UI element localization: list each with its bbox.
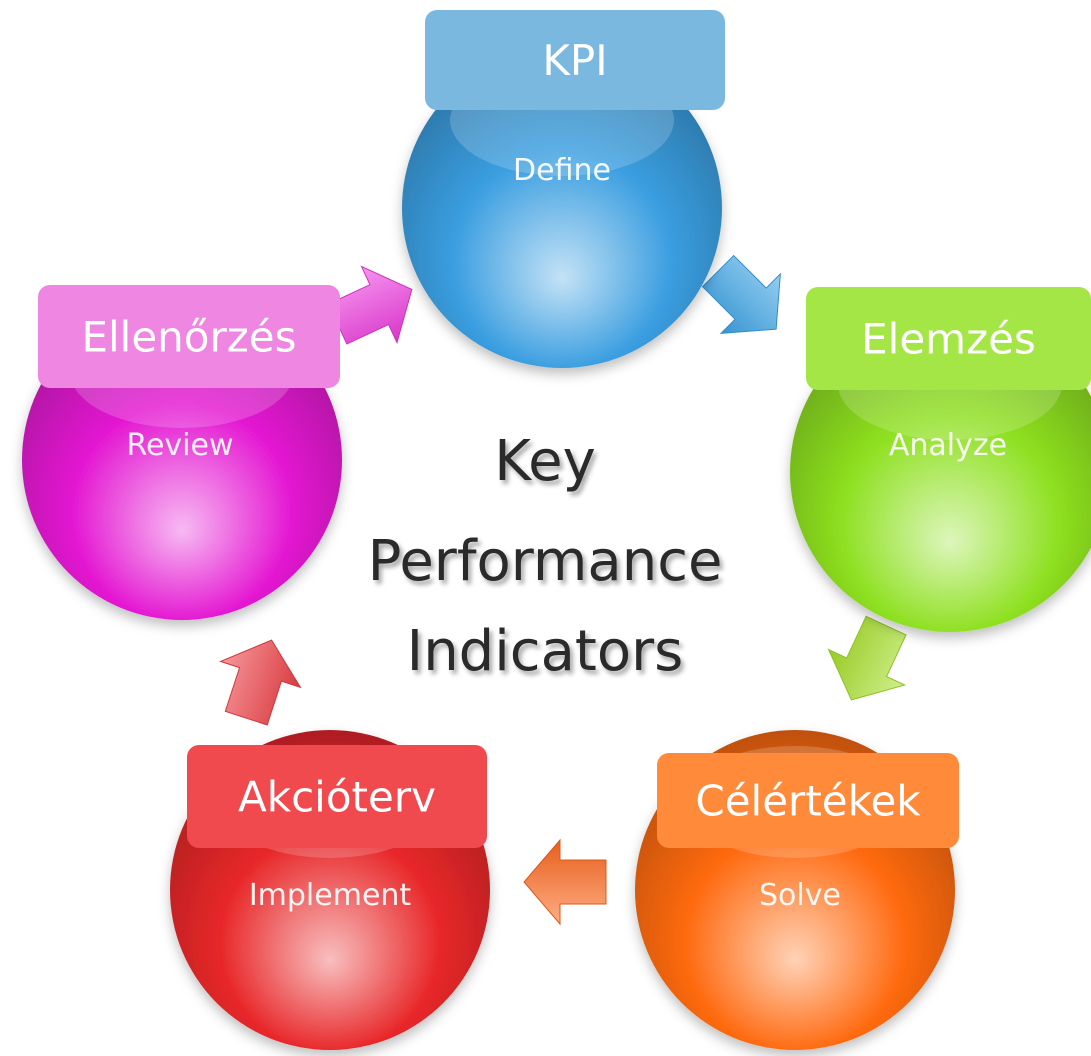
stage-node: Review Ellenőrzés [22, 285, 342, 620]
stage-sublabel: Solve [759, 878, 841, 913]
stage-sphere [790, 312, 1091, 632]
cycle-arrow [827, 615, 907, 701]
stage-tab [187, 745, 487, 848]
stage-label: Elemzés [861, 315, 1036, 364]
cycle-arrow [701, 254, 781, 334]
stage-node: Implement Akcióterv [170, 730, 490, 1050]
stage-sublabel: Implement [249, 878, 412, 913]
stage-label: Akcióterv [238, 773, 436, 822]
center-title-line-1: Key [494, 429, 596, 494]
stage-tab [657, 753, 959, 848]
center-title-line-2: Performance [368, 529, 723, 594]
cycle-arrow [327, 265, 413, 345]
arrow-icon [219, 639, 302, 726]
stage-label: KPI [542, 36, 607, 85]
cycle-arrow [219, 639, 302, 726]
arrow-icon [701, 254, 781, 334]
stage-node: Analyze Elemzés [790, 287, 1091, 632]
arrow-icon [827, 615, 907, 701]
stage-tab [425, 10, 725, 110]
stage-node: Define KPI [402, 10, 725, 368]
stage-label: Célértékek [695, 777, 921, 826]
stage-tab [806, 287, 1091, 390]
stage-node: Solve Célértékek [635, 730, 959, 1050]
cycle-arrows [219, 254, 907, 926]
stage-sublabel: Analyze [889, 428, 1007, 463]
stage-sublabel: Define [513, 153, 611, 188]
center-title: Key Performance Indicators [368, 429, 723, 684]
arrow-icon [523, 838, 607, 926]
stage-sphere [402, 48, 722, 368]
cycle-stages: DefineKPIAnalyzeElemzésSolveCélértékekIm… [22, 10, 1091, 1050]
arrow-icon [327, 265, 413, 345]
cycle-arrow [523, 838, 607, 926]
stage-label: Ellenőrzés [81, 313, 296, 362]
center-title-line-3: Indicators [407, 619, 684, 684]
stage-sublabel: Review [126, 428, 233, 463]
stage-tab [38, 285, 340, 388]
